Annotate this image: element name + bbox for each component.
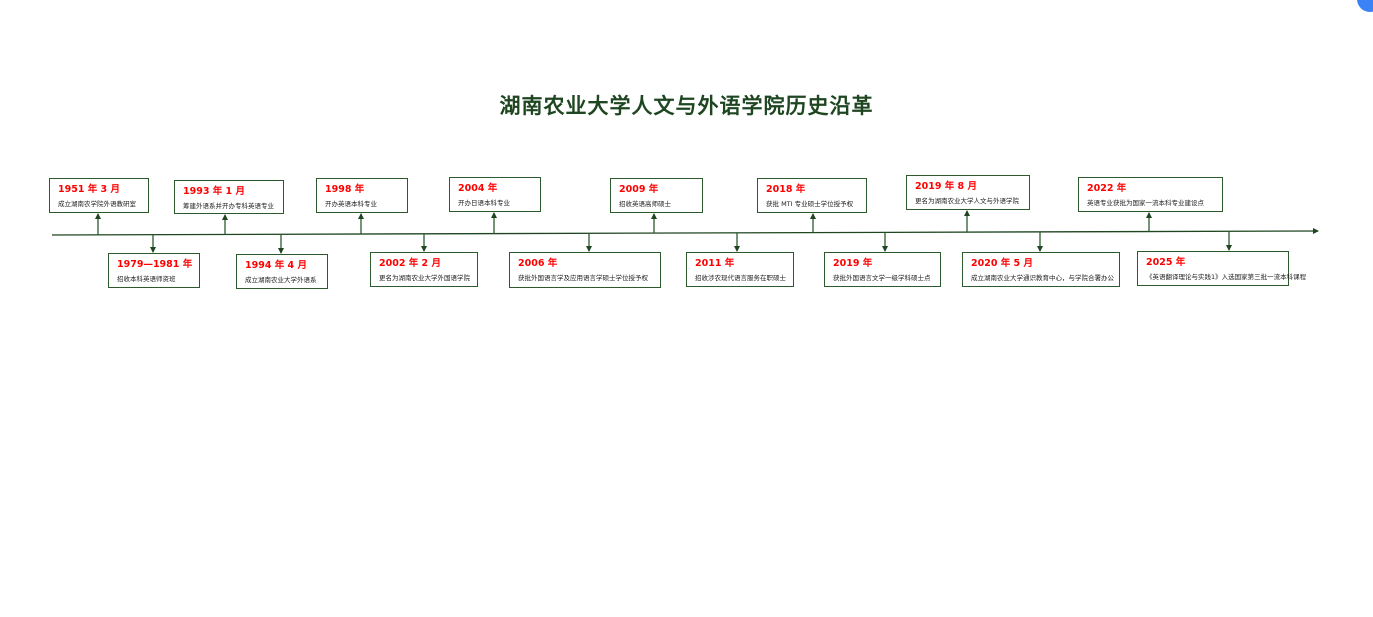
timeline-event-box: 1993 年 1 月筹建外语系并开办专科英语专业 xyxy=(174,180,284,214)
event-description: 获批 MTI 专业硕士学位授予权 xyxy=(766,200,854,208)
event-description: 更名为湖南农业大学外国语学院 xyxy=(379,274,470,282)
event-year: 2019 年 xyxy=(833,258,873,269)
event-description: 成立湖南农业大学通识教育中心，与学院合署办公 xyxy=(971,274,1114,282)
timeline-event-box: 1951 年 3 月成立湖南农学院外语教研室 xyxy=(49,178,149,213)
event-description: 筹建外语系并开办专科英语专业 xyxy=(183,202,274,210)
event-description: 《英语翻译理论与实践1》入选国家第三批一流本科课程 xyxy=(1146,273,1307,281)
event-description: 成立湖南农学院外语教研室 xyxy=(58,200,136,208)
event-description: 招收英语高师硕士 xyxy=(619,200,671,208)
timeline-event-box: 2019 年 8 月更名为湖南农业大学人文与外语学院 xyxy=(906,175,1030,210)
page-title: 湖南农业大学人文与外语学院历史沿革 xyxy=(499,93,874,118)
floating-action-button[interactable] xyxy=(1357,0,1373,12)
event-description: 成立湖南农业大学外语系 xyxy=(245,276,317,284)
event-year: 2018 年 xyxy=(766,184,806,195)
timeline-event-box: 2002 年 2 月更名为湖南农业大学外国语学院 xyxy=(370,252,478,287)
event-year: 1998 年 xyxy=(325,184,365,195)
timeline-event-box: 2011 年招收涉农现代语言服务在职硕士 xyxy=(686,252,794,287)
event-description: 开办日语本科专业 xyxy=(458,199,510,207)
event-year: 2011 年 xyxy=(695,258,735,269)
event-year: 1994 年 4 月 xyxy=(245,260,307,271)
event-year: 2002 年 2 月 xyxy=(379,258,441,269)
event-description: 英语专业获批为国家一流本科专业建设点 xyxy=(1087,199,1204,207)
event-description: 获批外国语言学及应用语言学硕士学位授予权 xyxy=(518,274,648,282)
timeline-event-box: 1998 年开办英语本科专业 xyxy=(316,178,408,213)
event-year: 1979—1981 年 xyxy=(117,259,193,270)
event-description: 获批外国语言文学一级学科硕士点 xyxy=(833,274,931,282)
event-year: 2006 年 xyxy=(518,258,558,269)
timeline-event-box: 1994 年 4 月成立湖南农业大学外语系 xyxy=(236,254,328,289)
event-year: 2009 年 xyxy=(619,184,659,195)
event-year: 1951 年 3 月 xyxy=(58,184,120,195)
event-year: 2019 年 8 月 xyxy=(915,181,977,192)
event-description: 招收涉农现代语言服务在职硕士 xyxy=(695,274,786,282)
timeline-event-box: 2022 年英语专业获批为国家一流本科专业建设点 xyxy=(1078,177,1223,212)
timeline-event-box: 2020 年 5 月成立湖南农业大学通识教育中心，与学院合署办公 xyxy=(962,252,1120,287)
event-description: 更名为湖南农业大学人文与外语学院 xyxy=(915,197,1019,205)
event-description: 开办英语本科专业 xyxy=(325,200,377,208)
event-description: 招收本科英语师资班 xyxy=(117,275,176,283)
event-year: 2004 年 xyxy=(458,183,498,194)
event-year: 2022 年 xyxy=(1087,183,1127,194)
timeline-event-box: 2009 年招收英语高师硕士 xyxy=(610,178,703,213)
timeline-event-box: 2004 年开办日语本科专业 xyxy=(449,177,541,212)
timeline-event-box: 2025 年《英语翻译理论与实践1》入选国家第三批一流本科课程 xyxy=(1137,251,1307,286)
timeline-event-box: 1979—1981 年招收本科英语师资班 xyxy=(108,253,200,288)
timeline-event-box: 2018 年获批 MTI 专业硕士学位授予权 xyxy=(757,178,867,213)
event-year: 1993 年 1 月 xyxy=(183,186,245,197)
event-year: 2025 年 xyxy=(1146,257,1186,268)
timeline-event-box: 2019 年获批外国语言文学一级学科硕士点 xyxy=(824,252,941,287)
event-year: 2020 年 5 月 xyxy=(971,258,1033,269)
timeline-event-box: 2006 年获批外国语言学及应用语言学硕士学位授予权 xyxy=(509,252,661,288)
